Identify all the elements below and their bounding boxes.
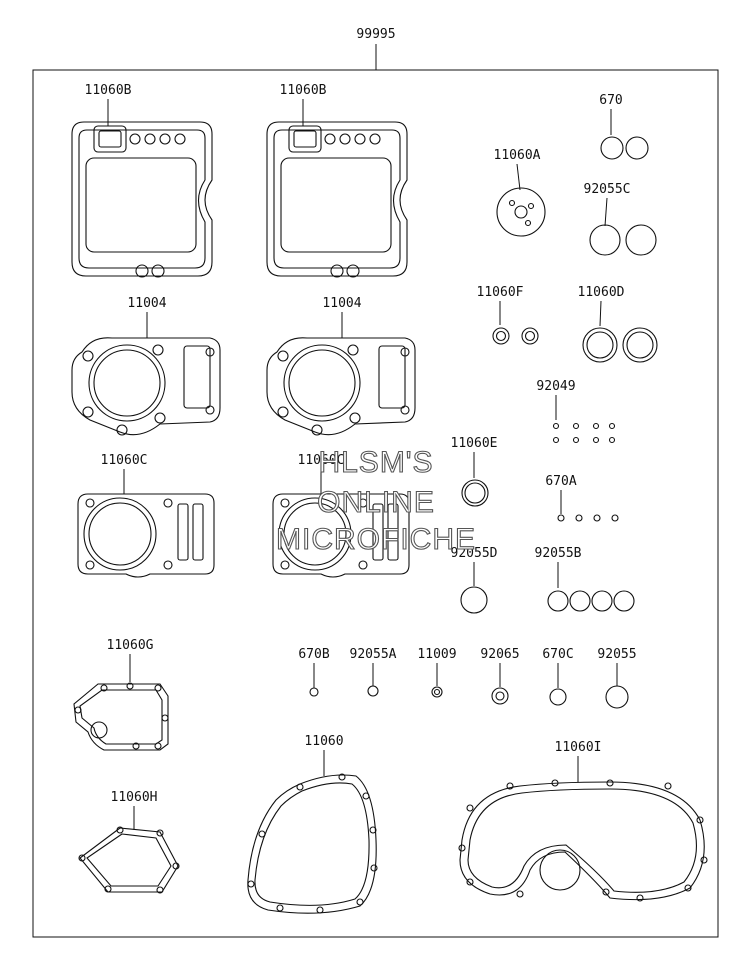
part-11004-right: 11004 bbox=[266, 296, 416, 436]
part-11004-left: 11004 bbox=[71, 296, 221, 436]
part-label: 92055A bbox=[350, 647, 397, 662]
part-label: 670B bbox=[298, 647, 329, 662]
part-label: 92055C bbox=[584, 182, 631, 197]
part-11060a: 11060A bbox=[494, 148, 546, 237]
part-label: 11060B bbox=[85, 83, 132, 98]
watermark-line-3: MICROFICHE bbox=[276, 523, 476, 556]
part-label: 670A bbox=[545, 474, 576, 489]
part-11060g: 11060G bbox=[73, 638, 169, 751]
part-label: 11060 bbox=[304, 734, 343, 749]
part-11060c-right: 11060C bbox=[272, 453, 410, 578]
part-label: 11060B bbox=[280, 83, 327, 98]
watermark-line-2: ONLINE bbox=[317, 486, 435, 519]
part-label: 11004 bbox=[322, 296, 361, 311]
watermark: HLSM'S ONLINE MICROFICHE bbox=[275, 445, 476, 556]
part-label: 11060D bbox=[578, 285, 625, 300]
part-label: 11009 bbox=[417, 647, 456, 662]
watermark-line-1: HLSM'S bbox=[318, 446, 433, 479]
assembly-number-label: 99995 bbox=[356, 27, 395, 42]
part-label: 670C bbox=[542, 647, 573, 662]
part-label: 670 bbox=[599, 93, 622, 108]
part-11060h: 11060H bbox=[78, 790, 180, 894]
part-label: 92055B bbox=[535, 546, 582, 561]
part-label: 11060I bbox=[555, 740, 602, 755]
part-label: 92055 bbox=[597, 647, 636, 662]
part-11060i: 11060I bbox=[458, 740, 708, 902]
part-11060b-right: 11060B bbox=[266, 83, 408, 278]
kit-frame bbox=[32, 69, 719, 938]
part-11060b-left: 11060B bbox=[71, 83, 213, 278]
part-670a: 670A bbox=[545, 474, 619, 522]
part-label: 92055D bbox=[451, 546, 498, 561]
part-11060f: 11060F bbox=[477, 285, 539, 345]
part-11060e: 11060E bbox=[451, 436, 498, 507]
part-label: 92049 bbox=[536, 379, 575, 394]
part-92049: 92049 bbox=[536, 379, 616, 444]
part-label: 11060G bbox=[107, 638, 154, 653]
part-11060d: 11060D bbox=[578, 285, 658, 363]
part-92055c: 92055C bbox=[584, 182, 657, 256]
part-11060: 11060 bbox=[247, 734, 378, 914]
part-label: 11060H bbox=[111, 790, 158, 805]
part-label: 11004 bbox=[127, 296, 166, 311]
part-92055d: 92055D bbox=[451, 546, 498, 614]
part-11009: 11009 bbox=[417, 647, 457, 698]
part-670c: 670C bbox=[542, 647, 574, 706]
part-92055a: 92055A bbox=[350, 647, 397, 697]
part-92055: 92055 bbox=[597, 647, 637, 709]
part-92065: 92065 bbox=[480, 647, 520, 705]
part-670b: 670B bbox=[298, 647, 330, 697]
part-670: 670 bbox=[599, 93, 649, 160]
part-label: 11060C bbox=[298, 453, 345, 468]
part-label: 11060C bbox=[101, 453, 148, 468]
part-label: 11060A bbox=[494, 148, 541, 163]
part-92055b: 92055B bbox=[535, 546, 635, 612]
part-label: 92065 bbox=[480, 647, 519, 662]
part-label: 11060E bbox=[451, 436, 498, 451]
part-11060c-left: 11060C bbox=[77, 453, 215, 578]
part-label: 11060F bbox=[477, 285, 524, 300]
